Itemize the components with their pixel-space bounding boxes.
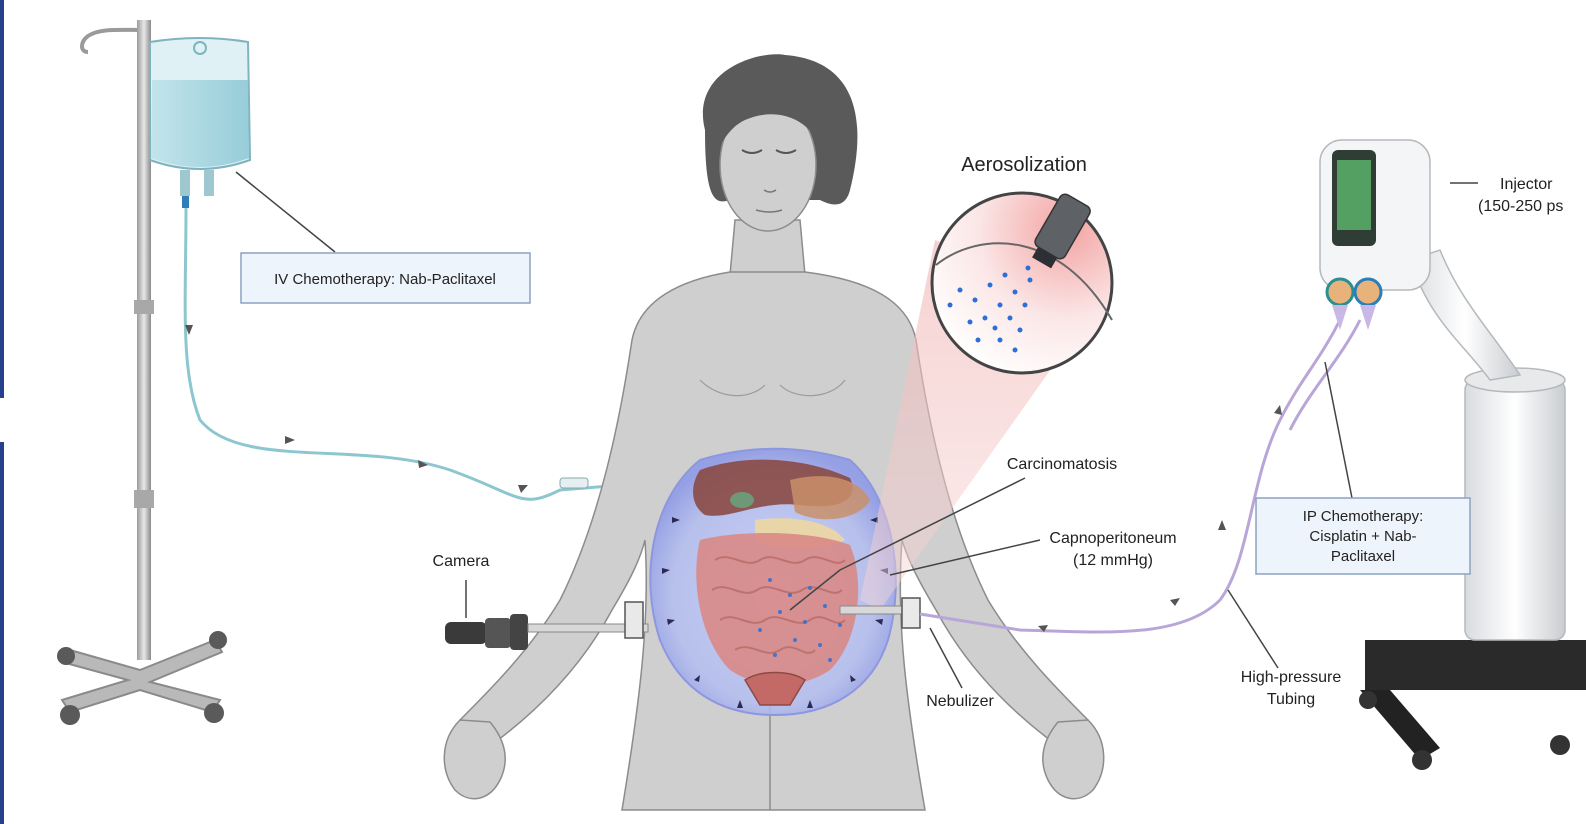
capnoperitoneum-label-line2: (12 mmHg) (1073, 552, 1153, 569)
iv-label-leader (236, 172, 335, 252)
injector-label-line1: Injector (1500, 176, 1553, 193)
tubing-label-line1: High-pressure (1241, 669, 1342, 686)
tubing-label-line2: Tubing (1267, 691, 1315, 708)
tubing-leader (1228, 590, 1278, 668)
ip-flow-arrows (1038, 405, 1282, 632)
ip-chemo-label-line3: Paclitaxel (1331, 548, 1395, 565)
iv-bag (150, 38, 250, 208)
abdomen-capnoperitoneum (650, 449, 895, 715)
ip-label-leader (1325, 362, 1352, 498)
capnoperitoneum-label-line1: Capnoperitoneum (1049, 530, 1176, 547)
iv-chemo-label: IV Chemotherapy: Nab-Paclitaxel (274, 271, 496, 288)
iv-tubing (185, 208, 610, 499)
carcinomatosis-label: Carcinomatosis (1007, 456, 1117, 473)
aerosolization-inset (932, 192, 1112, 373)
camera-label: Camera (433, 553, 490, 570)
injector-device (1320, 140, 1586, 770)
aerosolization-title: Aerosolization (961, 154, 1087, 176)
iv-flow-arrows (185, 325, 528, 493)
injector-label-line2: (150-250 ps (1478, 198, 1563, 215)
nebulizer-label: Nebulizer (926, 693, 994, 710)
ip-chemo-label-line1: IP Chemotherapy: (1303, 508, 1424, 525)
left-edge-bars (0, 0, 4, 824)
ip-chemo-label-box: IP Chemotherapy: Cisplatin + Nab- Paclit… (1256, 498, 1470, 574)
ip-chemo-label-line2: Cisplatin + Nab- (1309, 528, 1416, 545)
iv-chemo-label-box: IV Chemotherapy: Nab-Paclitaxel (241, 253, 530, 303)
